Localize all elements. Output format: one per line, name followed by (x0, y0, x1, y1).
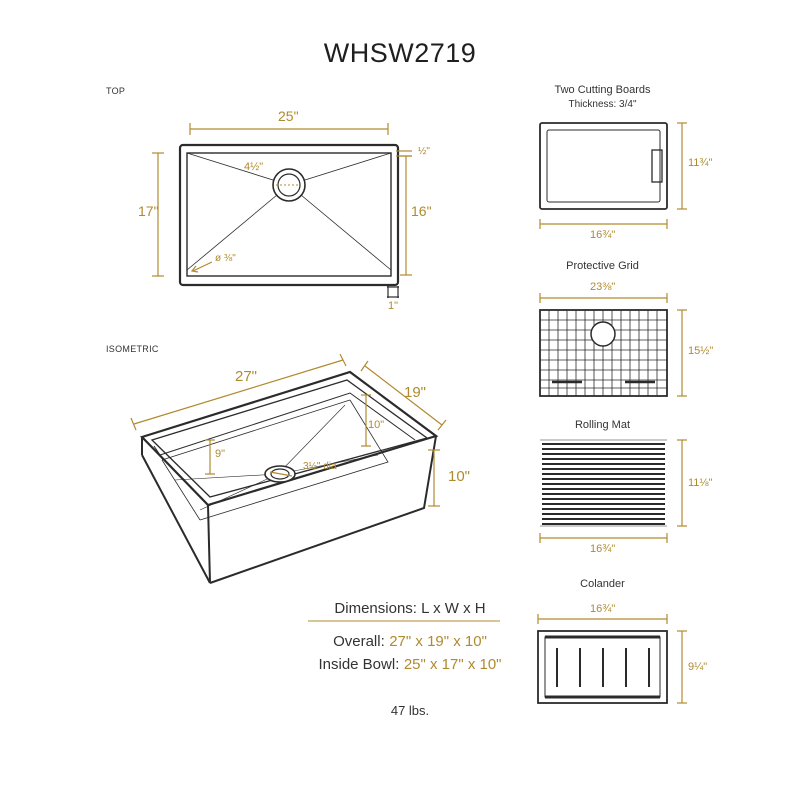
specs-header: Dimensions: L x W x H (260, 600, 560, 618)
colander-title: Colander (580, 578, 625, 590)
top-width-outer-label: 17" (138, 203, 159, 219)
cutting-boards-title: Two Cutting Boards (554, 84, 651, 96)
iso-inner-rim (150, 379, 429, 498)
rolling-mat-title: Rolling Mat (574, 419, 631, 431)
iso-slope-line-1 (174, 473, 279, 481)
top-slope-line-tr (288, 152, 392, 186)
iso-front-left-edge (141, 454, 211, 584)
overall-value: 27" x 19" x 10" (389, 633, 487, 650)
top-slope-line-br (288, 184, 392, 271)
protective-grid-title: Protective Grid (566, 260, 639, 272)
rolling-mat-dimension-lines (539, 439, 687, 543)
iso-bowl-floor (199, 399, 389, 521)
top-rim-label: ½" (418, 146, 430, 157)
iso-drain-inner (270, 468, 290, 480)
top-view-drawing (178, 143, 400, 287)
section-label-top: TOP (106, 86, 126, 96)
protective-grid-height-label: 15½" (688, 345, 714, 357)
iso-height-label: 10" (448, 468, 471, 485)
iso-inner-depth-label: 9" (215, 448, 226, 460)
iso-slope-line-4 (277, 404, 346, 475)
specs-header-text: Dimensions: L x W x H (334, 600, 486, 617)
iso-front-bottom-edge (209, 435, 437, 584)
rolling-mat-bars (542, 443, 665, 525)
grid-horizontal-wires (540, 319, 667, 389)
isometric-drawing (139, 370, 439, 584)
inside-bowl-label: Inside Bowl: (318, 656, 400, 673)
cutting-boards-width-label: 16¾" (590, 229, 616, 241)
iso-bowl-left-bottom (161, 459, 201, 521)
section-label-isometric: ISOMETRIC (106, 344, 159, 354)
top-corner-radius-label: ø ⅜" (215, 253, 236, 264)
rolling-mat-width-label: 16¾" (590, 543, 616, 555)
overall-label: Overall: (333, 633, 385, 650)
specs-inside-row: Inside Bowl: 25" x 17" x 10" (260, 656, 560, 674)
top-slope-line-bl (186, 184, 290, 271)
colander-drawing (537, 630, 668, 704)
iso-front-corner-edge (207, 504, 211, 584)
iso-width-label: 19" (404, 384, 427, 401)
iso-back-depth-label: 10" (368, 419, 385, 431)
protective-grid-width-label: 23⅜" (590, 281, 616, 293)
colander-slots (556, 648, 650, 687)
top-dimension-lines (152, 123, 412, 298)
inside-bowl-value: 25" x 17" x 10" (403, 656, 502, 673)
rolling-mat-drawing (540, 439, 667, 527)
top-length-label: 25" (278, 108, 299, 124)
top-drain-offset-label: 4½" (244, 161, 264, 173)
colander-height-label: 9¼" (688, 661, 708, 673)
top-width-inner-label: 16" (411, 203, 432, 219)
cutting-board-drawing (539, 122, 668, 210)
iso-length-label: 27" (235, 368, 258, 385)
colander-width-label: 16¾" (590, 603, 616, 615)
cutting-board-dimension-lines (539, 122, 687, 229)
top-flange-label: 1" (388, 300, 399, 312)
top-slope-line-tl (186, 152, 290, 186)
cutting-boards-thickness: Thickness: 3/4" (568, 99, 637, 110)
iso-ledge (153, 392, 416, 456)
protective-grid-drawing (539, 309, 668, 397)
protective-grid-dimension-lines (539, 293, 687, 397)
diagram-title: WHSW2719 (323, 38, 477, 68)
specs-overall-row: Overall: 27" x 19" x 10" (260, 633, 560, 651)
weight-label: 47 lbs. (390, 703, 430, 718)
rolling-mat-height-label: 11⅛" (688, 477, 713, 489)
colander-dimension-lines (537, 614, 687, 704)
top-outer-rim (178, 143, 400, 287)
iso-bowl-back-bottom (161, 399, 351, 461)
cutting-boards-height-label: 11¾" (688, 157, 713, 169)
iso-drain-label: 3½" dia (303, 461, 337, 472)
iso-outer-rim (139, 370, 439, 507)
iso-slope-line-2 (199, 473, 279, 511)
iso-dimension-lines (130, 353, 447, 507)
